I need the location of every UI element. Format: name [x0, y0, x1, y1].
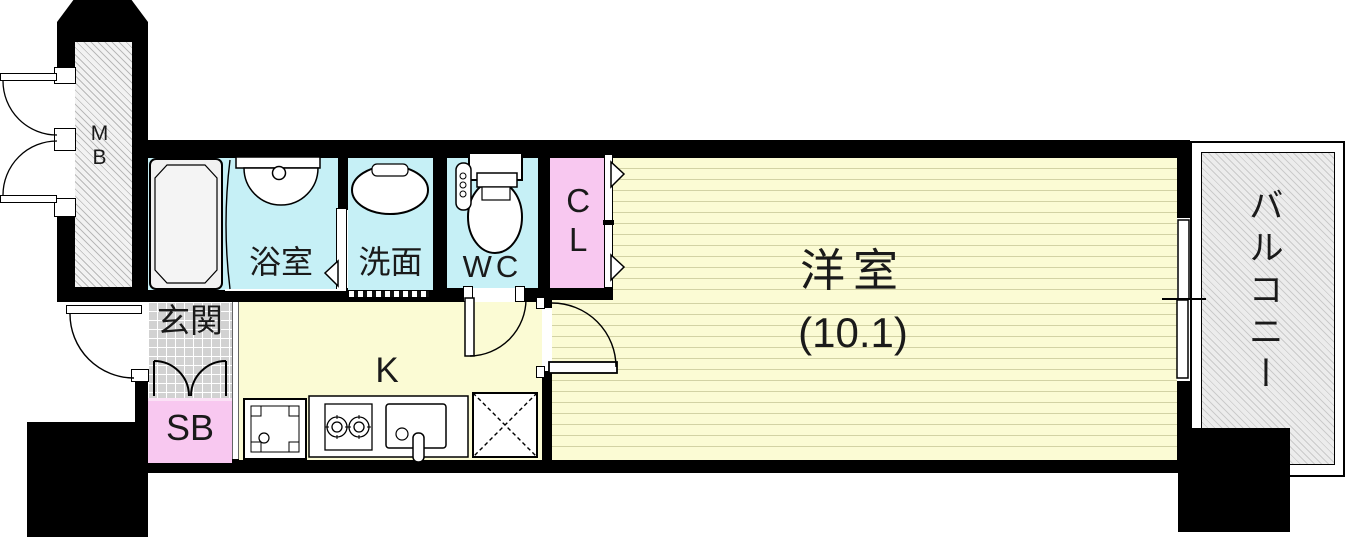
bath-sill-line: [225, 289, 343, 291]
wall-bath-wash: [337, 155, 348, 210]
western-room-size: (10.1): [798, 309, 908, 356]
west-door-jamb-top: [536, 297, 545, 309]
washroom-sliding-door: [349, 291, 429, 297]
entrance-step-edge: [232, 302, 239, 459]
wall-mb-bottom: [57, 285, 148, 302]
wall-wc-bottom-left: [433, 288, 463, 302]
mb-jamb-top: [54, 67, 76, 84]
entrance-hall: [148, 302, 232, 398]
window-opening: [1177, 218, 1190, 381]
mb-door-opening-2: [57, 151, 75, 198]
closet: [550, 158, 604, 288]
balcony-label: バルコニー: [1243, 187, 1283, 397]
shoe-box: [148, 398, 232, 463]
wall-k-west-lower: [542, 371, 552, 460]
mb-jamb-bottom: [54, 198, 76, 217]
west-door-jamb-bottom: [536, 366, 545, 378]
mb-door-panel-2: [0, 195, 57, 203]
entry-door-jamb: [131, 369, 149, 382]
wall-top: [132, 140, 1179, 160]
wc-door-jamb-right: [515, 286, 525, 302]
wall-bottom: [140, 459, 1190, 473]
wall-k-west-upper: [542, 300, 552, 308]
washroom-label: 洗面: [358, 244, 423, 280]
closet-label: CL: [559, 182, 597, 260]
wc-door-jamb-left: [463, 286, 473, 302]
western-room-lower: [552, 300, 1177, 460]
wall-wc-cl: [538, 155, 550, 287]
western-room-upper: [613, 158, 1177, 300]
bath-folding-door: [336, 208, 347, 292]
wall-mb-right: [132, 42, 148, 302]
mb-label: MB: [88, 122, 112, 170]
western-room-label: 洋室: [799, 245, 906, 296]
entry-door-panel: [66, 305, 142, 314]
wall-wash-wc: [433, 155, 447, 290]
wall-cl-bottom: [538, 285, 615, 302]
mb-door-swing: [2, 80, 58, 196]
entrance-label: 玄関: [157, 302, 223, 339]
pillar-left: [27, 422, 148, 537]
closet-door-pivot: [603, 220, 614, 225]
mb-door-panel-1: [0, 73, 57, 81]
wall-bath-bottom: [148, 288, 350, 302]
bathroom-label: 浴室: [248, 244, 313, 280]
wall-mb-cap: [57, 0, 148, 44]
mb-jamb-mid: [54, 128, 76, 151]
pillar-right: [1178, 428, 1290, 532]
wc-label: WC: [462, 249, 523, 284]
meter-box: [75, 42, 132, 287]
kitchen-label: K: [375, 351, 399, 390]
shoe-box-label: SB: [165, 407, 215, 448]
balcony: [1201, 152, 1335, 465]
mb-door-opening-1: [57, 83, 75, 128]
entry-door-swing: [69, 313, 135, 379]
